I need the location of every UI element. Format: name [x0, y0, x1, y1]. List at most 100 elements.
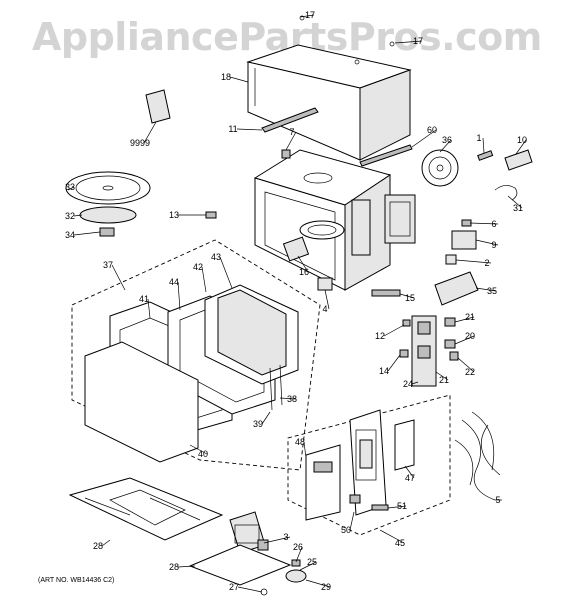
callout-label: 27 — [229, 582, 239, 592]
callout-leader — [236, 128, 263, 131]
callout-leader — [349, 511, 355, 531]
callout-leader — [324, 289, 330, 310]
callout-leader — [73, 231, 101, 236]
callout-label: 28 — [169, 562, 179, 572]
callout-label: 24 — [403, 379, 413, 389]
fan-motor — [384, 149, 459, 244]
door-assembly — [84, 284, 299, 463]
callout-label: 47 — [405, 473, 415, 483]
callout-label: 14 — [379, 366, 389, 376]
callout-leader — [263, 536, 291, 544]
callout-label: 41 — [139, 294, 149, 304]
callout-label: 50 — [341, 525, 351, 535]
base-plate — [68, 477, 224, 541]
callout-label: 17 — [305, 10, 315, 20]
callout-label: 42 — [193, 262, 203, 272]
callout-label: 1 — [476, 133, 481, 143]
callout-leader — [299, 561, 317, 571]
callout-leader — [439, 139, 452, 153]
callout-label: 35 — [487, 286, 497, 296]
callout-label: 39 — [253, 419, 263, 429]
callout-leader — [111, 264, 126, 291]
callout-label: 17 — [413, 36, 423, 46]
callout-leader — [507, 195, 523, 209]
callout-label: 40 — [198, 449, 208, 459]
callout-label: 16 — [299, 267, 309, 277]
callout-label: 9 — [491, 240, 496, 250]
callout-label: 2 — [484, 258, 489, 268]
callout-label: 4 — [322, 304, 327, 314]
callout-leader — [387, 354, 401, 372]
callout-label: 26 — [293, 542, 303, 552]
callout-leader — [237, 586, 263, 593]
callout-label: 51 — [397, 501, 407, 511]
outer-case — [246, 15, 412, 161]
callout-label: 15 — [405, 293, 415, 303]
callout-label: 28 — [93, 541, 103, 551]
callout-label: 7 — [289, 127, 294, 137]
callout-leader — [475, 239, 499, 246]
callout-label: 5 — [495, 495, 500, 505]
callout-leaders — [67, 14, 527, 593]
callout-leader — [387, 505, 407, 509]
callout-leader — [469, 222, 499, 225]
callout-label: 22 — [465, 367, 475, 377]
callout-label: 9999 — [130, 138, 150, 148]
callout-leader — [285, 131, 297, 151]
callout-leader — [303, 441, 307, 459]
callout-label: 34 — [65, 230, 75, 240]
callout-leader — [201, 266, 207, 293]
wire-harness — [454, 411, 501, 501]
switch-parts — [371, 149, 533, 306]
callout-label: 48 — [295, 437, 305, 447]
callout-label: 44 — [169, 277, 179, 287]
callout-leader — [394, 40, 423, 44]
callout-leader — [299, 14, 315, 18]
callout-label: 38 — [287, 394, 297, 404]
callout-leader — [101, 539, 111, 547]
callout-leader — [435, 371, 449, 381]
callout-label: 37 — [103, 260, 113, 270]
callout-label: 33 — [65, 182, 75, 192]
callout-leader — [515, 139, 527, 155]
callout-label: 45 — [395, 538, 405, 548]
callout-leader — [383, 324, 405, 337]
callout-label: 21 — [439, 375, 449, 385]
callout-label: 12 — [375, 331, 385, 341]
callout-leader — [177, 281, 181, 311]
callout-leader — [143, 121, 157, 144]
callout-label: 20 — [465, 331, 475, 341]
callout-leader — [404, 465, 415, 479]
oven-cavity — [253, 149, 392, 291]
callout-label: 43 — [211, 252, 221, 262]
callout-leader — [305, 579, 331, 588]
callout-label: 25 — [307, 557, 317, 567]
callout-leader — [295, 546, 303, 563]
callout-leader — [177, 565, 196, 568]
callout-leader — [411, 129, 437, 148]
callout-label: 29 — [321, 582, 331, 592]
turntable-assembly — [65, 171, 151, 237]
callout-leader — [455, 259, 492, 264]
door-group-outline — [71, 239, 321, 471]
callout-leader — [411, 381, 419, 385]
callout-label: 6 — [491, 219, 496, 229]
callout-label: 18 — [221, 72, 231, 82]
callout-leader — [454, 335, 475, 345]
callout-label: 21 — [465, 312, 475, 322]
callout-leader — [399, 293, 415, 299]
callout-leader — [279, 397, 297, 400]
callout-label: 11 — [228, 124, 237, 134]
callout-label: 36 — [442, 135, 452, 145]
callout-leader — [73, 214, 83, 217]
callout-label: 32 — [65, 211, 75, 221]
callout-leader — [297, 255, 309, 273]
callout-leader — [482, 137, 485, 154]
callout-leader — [67, 186, 75, 191]
callout-label: 60 — [427, 125, 437, 135]
callout-leader — [229, 76, 249, 83]
callout-label: 31 — [513, 203, 523, 213]
